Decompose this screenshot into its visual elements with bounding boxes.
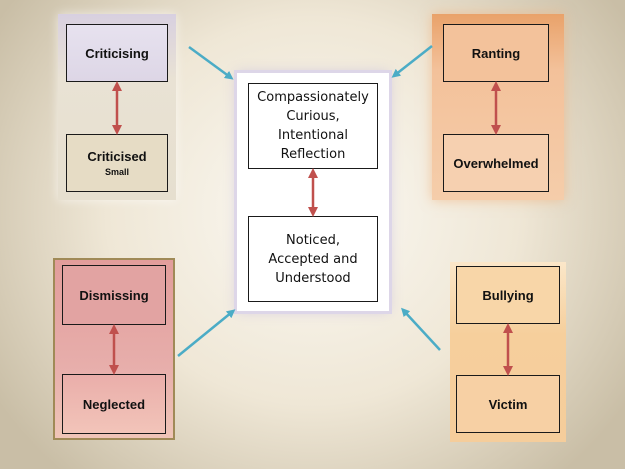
understood-label: Noticed, Accepted and Understood	[268, 232, 358, 286]
neglected-box: Neglected	[62, 374, 166, 434]
reflection-box: Compassionately Curious, Intentional Ref…	[248, 83, 378, 169]
victim-label: Victim	[488, 396, 528, 412]
bullying-label: Bullying	[482, 287, 534, 303]
ranting-box: Ranting	[443, 24, 549, 82]
dismissing-box: Dismissing	[62, 265, 166, 325]
criticised-sublabel: Small	[104, 167, 129, 177]
neglected-label: Neglected	[82, 396, 146, 412]
bottom-right-diagonal-arrow	[401, 307, 441, 351]
reflection-label: Compassionately Curious, Intentional Ref…	[257, 90, 369, 162]
bottom-left-diagonal-arrow	[177, 309, 236, 357]
victim-box: Victim	[456, 375, 560, 433]
overwhelmed-label: Overwhelmed	[453, 155, 539, 171]
criticised-label: Criticised	[87, 149, 147, 164]
dismissing-label: Dismissing	[79, 287, 149, 303]
criticising-label: Criticising	[85, 45, 149, 61]
top-right-diagonal-arrow	[391, 45, 433, 78]
criticised-box: Criticised Small	[66, 134, 168, 192]
understood-box: Noticed, Accepted and Understood	[248, 216, 378, 302]
top-left-diagonal-arrow	[188, 45, 234, 80]
ranting-label: Ranting	[471, 45, 521, 61]
criticising-box: Criticising	[66, 24, 168, 82]
overwhelmed-box: Overwhelmed	[443, 134, 549, 192]
